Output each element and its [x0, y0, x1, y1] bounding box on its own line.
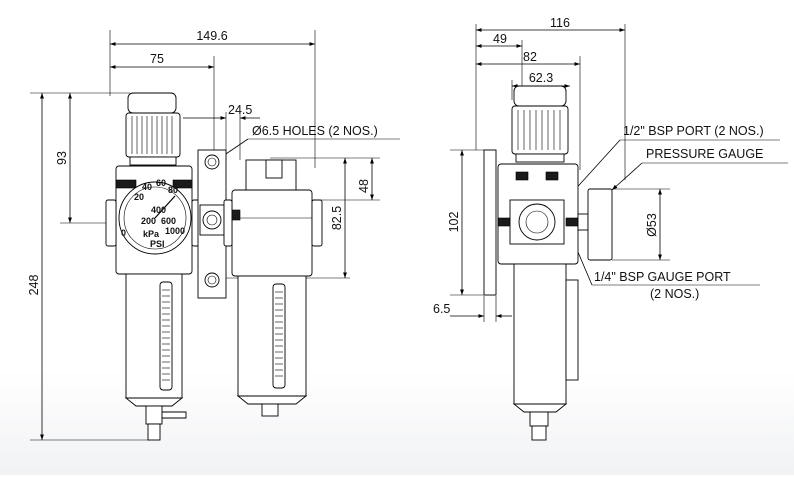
- dim-gauge-dia: Ø53: [645, 213, 659, 237]
- gauge-600: 600: [161, 216, 176, 226]
- gauge-kpa: kPa: [143, 229, 160, 239]
- dim-6-5: 6.5: [433, 302, 450, 316]
- gauge-60: 60: [156, 178, 166, 188]
- dim-82: 82: [523, 50, 537, 64]
- gauge-40: 40: [142, 182, 152, 192]
- regulator-unit: 20 40 60 80 0 400 200 600 1000 kPa PSI: [105, 92, 203, 441]
- holes-callout: Ø6.5 HOLES (2 NOS.): [252, 124, 378, 138]
- bsp-port-callout: 1/2" BSP PORT (2 NOS.): [623, 124, 764, 138]
- dim-24-5: 24.5: [228, 103, 252, 117]
- dim-49: 49: [493, 32, 507, 46]
- dim-149-6: 149.6: [196, 29, 227, 43]
- dim-48: 48: [357, 179, 371, 193]
- filter-unit: [223, 159, 323, 417]
- dim-62-3: 62.3: [529, 71, 553, 85]
- dim-248: 248: [27, 275, 41, 296]
- dim-116: 116: [550, 16, 570, 30]
- front-view: 149.6 75 24.5 93 248 82.5 48 Ø6.5 HOLES …: [27, 29, 400, 441]
- side-bracket: [483, 149, 497, 296]
- mounting-bracket: [197, 149, 227, 299]
- gauge-80: 80: [168, 185, 178, 195]
- gauge-200: 200: [141, 216, 156, 226]
- side-pressure-gauge: [587, 188, 613, 261]
- dim-102: 102: [447, 212, 461, 233]
- dim-75: 75: [150, 52, 164, 66]
- dim-93: 93: [55, 151, 69, 165]
- gauge-20: 20: [134, 192, 144, 202]
- gauge-port-callout-1: 1/4" BSP GAUGE PORT: [594, 270, 731, 284]
- gauge-400: 400: [151, 205, 166, 215]
- gauge-0: 0: [121, 228, 126, 238]
- side-view: 116 49 82 62.3 102 6.5 Ø53 1/2" BSP PORT…: [433, 16, 788, 441]
- dim-82-5: 82.5: [330, 206, 344, 230]
- gauge-1000: 1000: [165, 226, 185, 236]
- gauge-port-callout-2: (2 NOS.): [650, 287, 699, 301]
- pressure-gauge-callout: PRESSURE GAUGE: [646, 147, 763, 161]
- gauge-psi: PSI: [150, 239, 165, 249]
- gauge-scale: 20 40 60 80 0 400 200 600 1000 kPa PSI: [121, 178, 185, 249]
